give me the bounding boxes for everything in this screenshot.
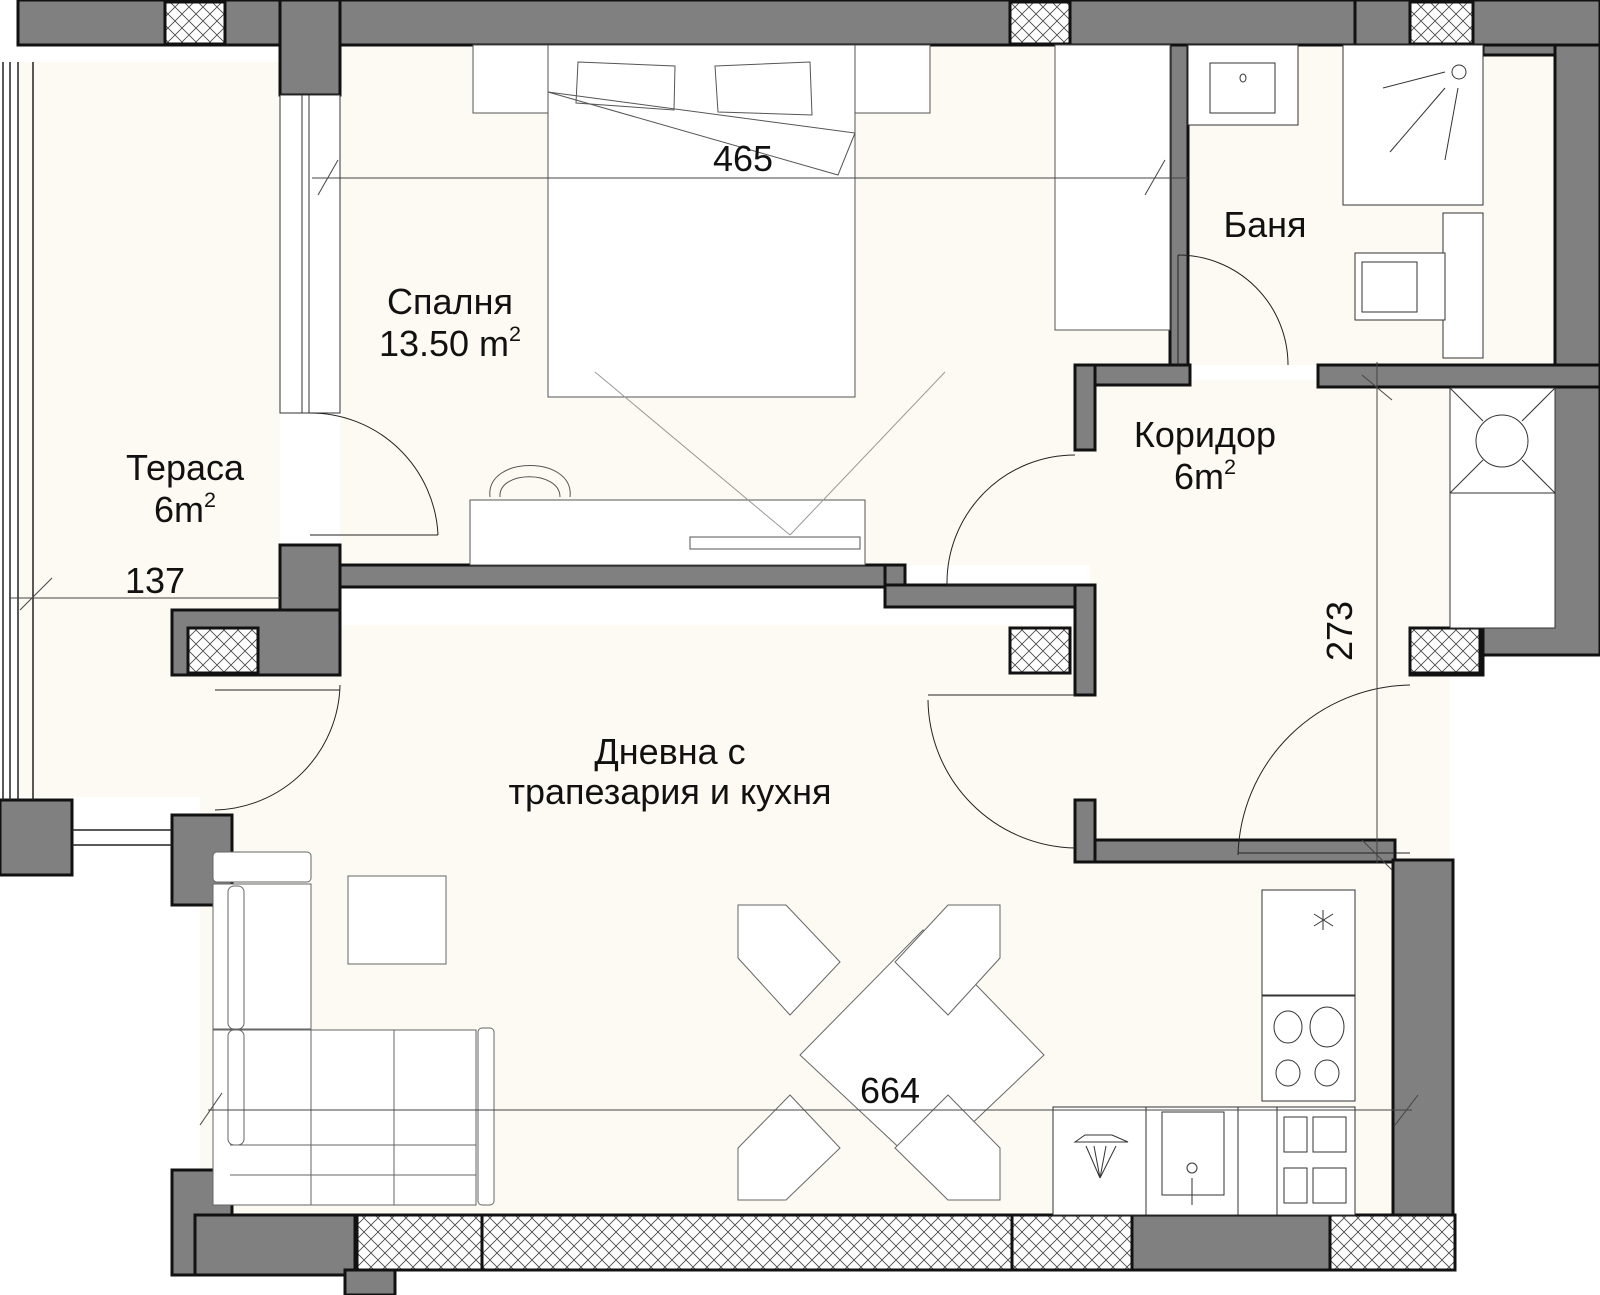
sofa-arm-right <box>477 1027 495 1206</box>
chair-1 <box>737 904 841 1016</box>
wall-corridor-pier <box>1073 583 1097 697</box>
wall-bed-living <box>338 563 887 589</box>
hob <box>1261 995 1356 1102</box>
desk-tv <box>689 536 861 550</box>
kitchen-units <box>1052 889 1356 1216</box>
dimension-living-width: 664 <box>860 1070 921 1111</box>
living-door <box>927 699 1076 849</box>
dimension-terrace-depth: 137 <box>125 560 186 601</box>
bedroom-name: Спалня <box>387 281 513 322</box>
corridor-name: Коридор <box>1133 414 1277 455</box>
desk-chair <box>489 465 571 498</box>
wall-top-main <box>338 0 1357 47</box>
boiler-unit <box>1449 387 1556 629</box>
chair-3 <box>737 1094 841 1201</box>
room-label-corridor: Коридор 6m2 <box>1110 415 1300 496</box>
wall-living-corridor <box>883 583 1092 609</box>
kitchen-counter <box>1237 1106 1278 1216</box>
wall-terrace-bottom <box>0 798 74 877</box>
wall-living-bottom-stub <box>343 1268 397 1295</box>
wall-corridor-bottom-left <box>1073 798 1097 864</box>
terrace-area: 6m2 <box>153 486 217 530</box>
dimension-bedroom-width: 465 <box>713 138 774 179</box>
toilet-cistern <box>1442 212 1484 359</box>
sofa-arm-top <box>212 851 312 883</box>
dishwasher <box>1052 1106 1147 1216</box>
pillow-left <box>575 61 676 111</box>
wall-bed-bath <box>1168 43 1190 367</box>
room-label-bathroom: Баня <box>1205 205 1325 245</box>
dimension-corridor-length: 273 <box>1319 600 1361 662</box>
entrance-door <box>1237 684 1411 856</box>
bed-sheet-fold <box>547 91 856 176</box>
chair-4 <box>894 1094 1001 1201</box>
terrace-living-door <box>214 684 341 811</box>
terrace-bedroom-door <box>309 412 439 536</box>
bedroom-area: 13.50 m2 <box>378 320 522 364</box>
sofa-seat-2 <box>310 1029 395 1206</box>
living-name-line2: трапезария и кухня <box>508 770 832 812</box>
insulation-segments <box>163 0 1482 1272</box>
bathroom-name: Баня <box>1223 204 1307 245</box>
bedroom-furniture <box>469 44 1171 566</box>
sofa-seat-3 <box>393 1029 477 1206</box>
wardrobe <box>1054 44 1171 331</box>
wall-right-bath <box>1553 43 1600 377</box>
nightstand-left <box>472 44 549 114</box>
desk <box>469 499 866 566</box>
bedroom-door <box>946 454 1076 586</box>
shower-head-icon <box>1451 64 1467 80</box>
bedroom-window <box>279 94 341 414</box>
room-label-bedroom: Спалня 13.50 m2 <box>360 282 540 363</box>
coffee-table <box>347 875 447 965</box>
wall-living-bottom-left <box>193 1213 357 1277</box>
terrace-railing <box>2 62 172 846</box>
living-name-line1: Дневна с <box>594 731 746 772</box>
pillow-right <box>714 61 813 116</box>
room-label-terrace: Тераса 6m2 <box>110 448 260 529</box>
wall-right-kitchen <box>1391 858 1455 1272</box>
bathroom-door <box>1177 254 1289 366</box>
wall-bath-bottom-right <box>1316 363 1600 389</box>
dimension-lines <box>10 159 1419 1126</box>
room-label-living: Дневна с трапезария и кухня <box>470 732 870 811</box>
wall-top-right <box>1353 0 1600 47</box>
entry-floor <box>1440 680 1450 860</box>
wall-top-left-pier <box>278 0 342 97</box>
wall-corridor-bottom <box>1073 838 1397 864</box>
terrace-name: Тераса <box>125 447 245 488</box>
wall-corridor-left-vert <box>1073 363 1097 452</box>
fridge <box>1261 889 1356 996</box>
wall-top-left <box>16 0 282 47</box>
corridor-area: 6m2 <box>1173 453 1237 497</box>
nightstand-right <box>854 44 931 114</box>
chair-2 <box>894 904 1001 1016</box>
bathroom-fixtures <box>1187 44 1484 359</box>
doors <box>214 254 1411 856</box>
living-furniture <box>212 851 1045 1206</box>
